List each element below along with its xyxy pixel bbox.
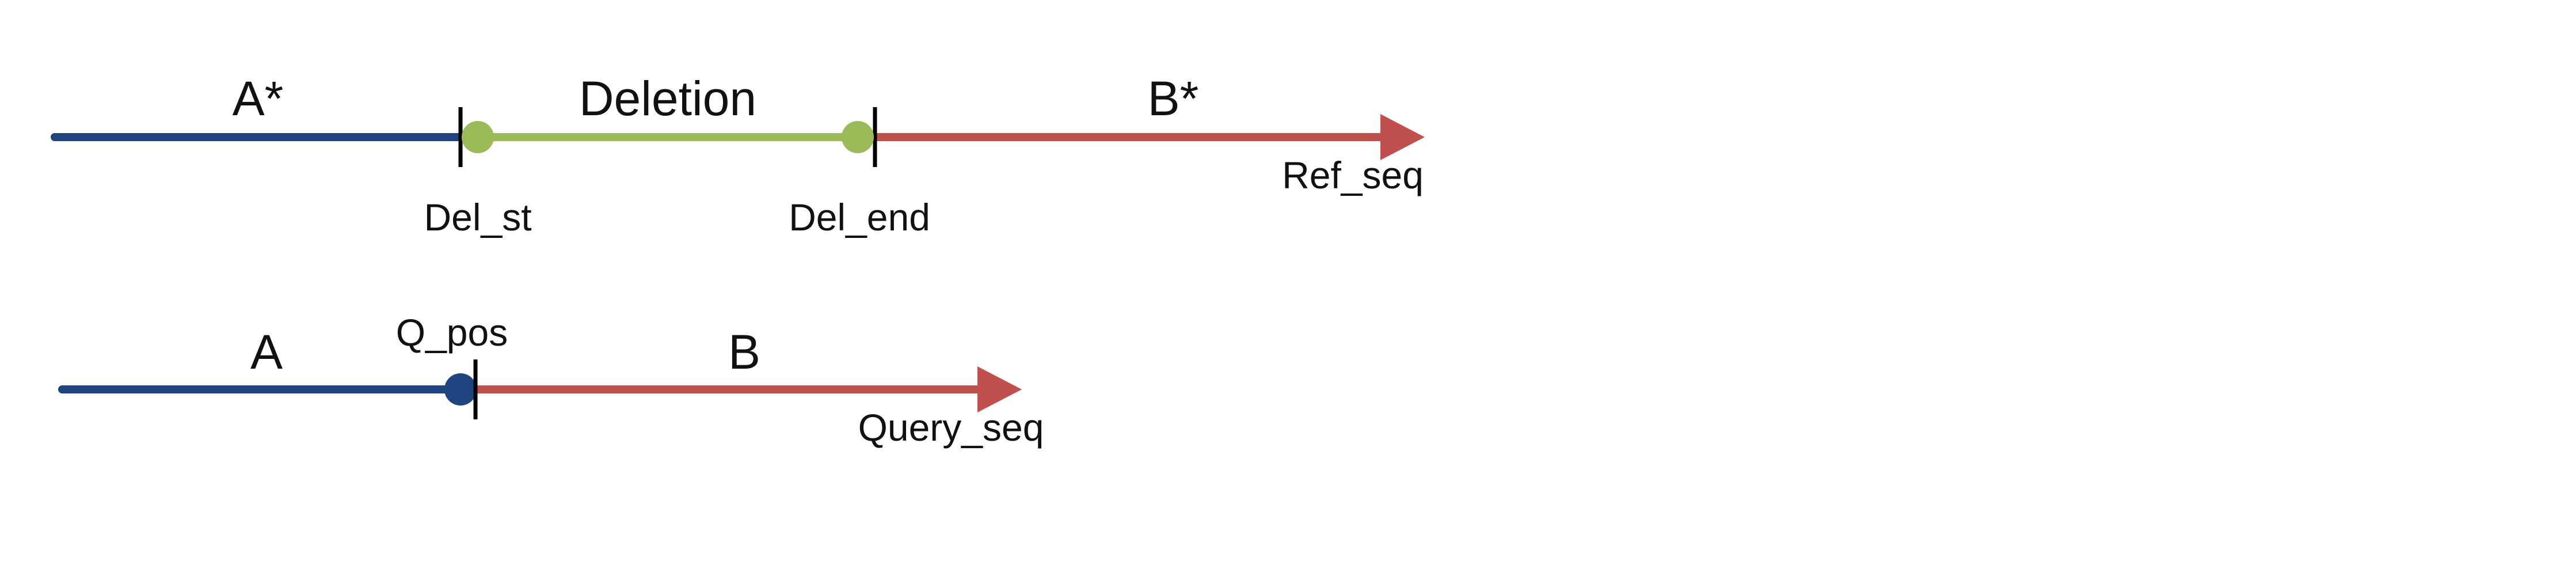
ref-segment-b-label: B* xyxy=(1148,71,1199,126)
query-segment-b-label: B xyxy=(728,325,760,379)
ref-del-start-label: Del_st xyxy=(424,196,531,238)
query-sequence-label: Query_seq xyxy=(858,406,1044,449)
ref-arrowhead xyxy=(1380,114,1425,160)
ref-deletion-label: Deletion xyxy=(579,71,756,126)
query-position-label: Q_pos xyxy=(396,311,508,354)
ref-segment-a-label: A* xyxy=(233,71,284,126)
query-position-dot xyxy=(444,373,477,406)
reference-sequence: A* Deletion B* Ref_seq Del_st Del_end xyxy=(51,71,1425,238)
query-segment-a-label: A xyxy=(250,325,283,379)
ref-del-end-dot xyxy=(842,121,874,153)
ref-del-start-dot xyxy=(462,121,494,153)
ref-sequence-label: Ref_seq xyxy=(1282,154,1424,196)
query-arrowhead xyxy=(977,366,1022,412)
ref-del-end-label: Del_end xyxy=(789,196,930,238)
query-sequence: A Q_pos B Query_seq xyxy=(58,311,1044,449)
